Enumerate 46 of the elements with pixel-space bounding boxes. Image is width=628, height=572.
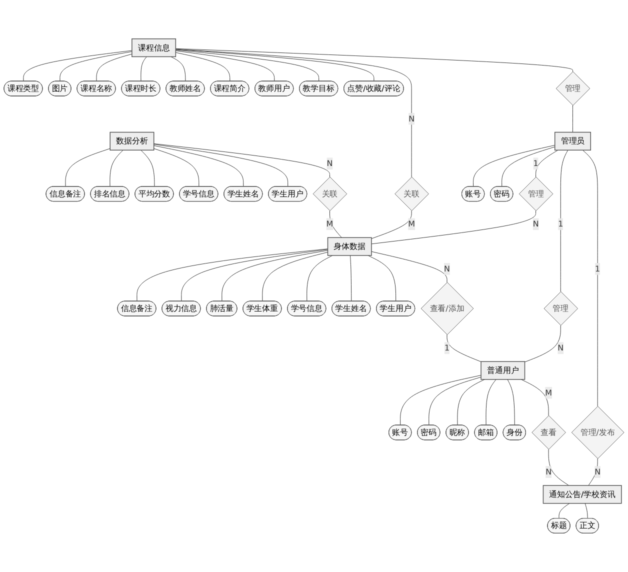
connector — [582, 150, 598, 407]
connector — [371, 210, 536, 244]
connector — [520, 379, 549, 416]
connector — [140, 150, 155, 187]
connector — [584, 503, 588, 519]
connector — [170, 56, 186, 82]
connector — [572, 105, 573, 132]
connector — [154, 148, 200, 187]
connector — [428, 376, 482, 426]
connector — [560, 150, 568, 292]
connector — [473, 144, 556, 187]
connector — [175, 50, 275, 82]
connector — [536, 150, 558, 178]
connector — [558, 503, 570, 519]
connector — [136, 248, 328, 302]
connector — [65, 148, 110, 187]
connector — [175, 48, 412, 178]
connector — [262, 252, 328, 302]
connector — [110, 150, 124, 187]
connector — [154, 144, 288, 187]
connector — [222, 250, 328, 302]
connector — [175, 50, 320, 82]
connector — [400, 375, 482, 426]
connector — [548, 449, 570, 486]
connector — [23, 50, 132, 82]
connector — [330, 210, 342, 238]
connector — [181, 249, 328, 302]
connector — [524, 325, 561, 362]
connector — [446, 334, 482, 362]
connector — [486, 379, 496, 426]
connector — [457, 379, 485, 426]
connector — [154, 143, 330, 178]
connector — [350, 255, 352, 302]
connector — [175, 48, 573, 72]
connector — [306, 255, 333, 302]
connector — [371, 251, 448, 283]
connector — [502, 146, 556, 187]
connector — [60, 51, 132, 82]
connector — [368, 255, 396, 302]
connector — [175, 49, 374, 82]
connector — [154, 145, 244, 187]
connector — [371, 210, 412, 239]
connector — [507, 379, 515, 426]
connector — [175, 52, 230, 82]
connector — [140, 56, 147, 82]
connector — [96, 54, 132, 82]
